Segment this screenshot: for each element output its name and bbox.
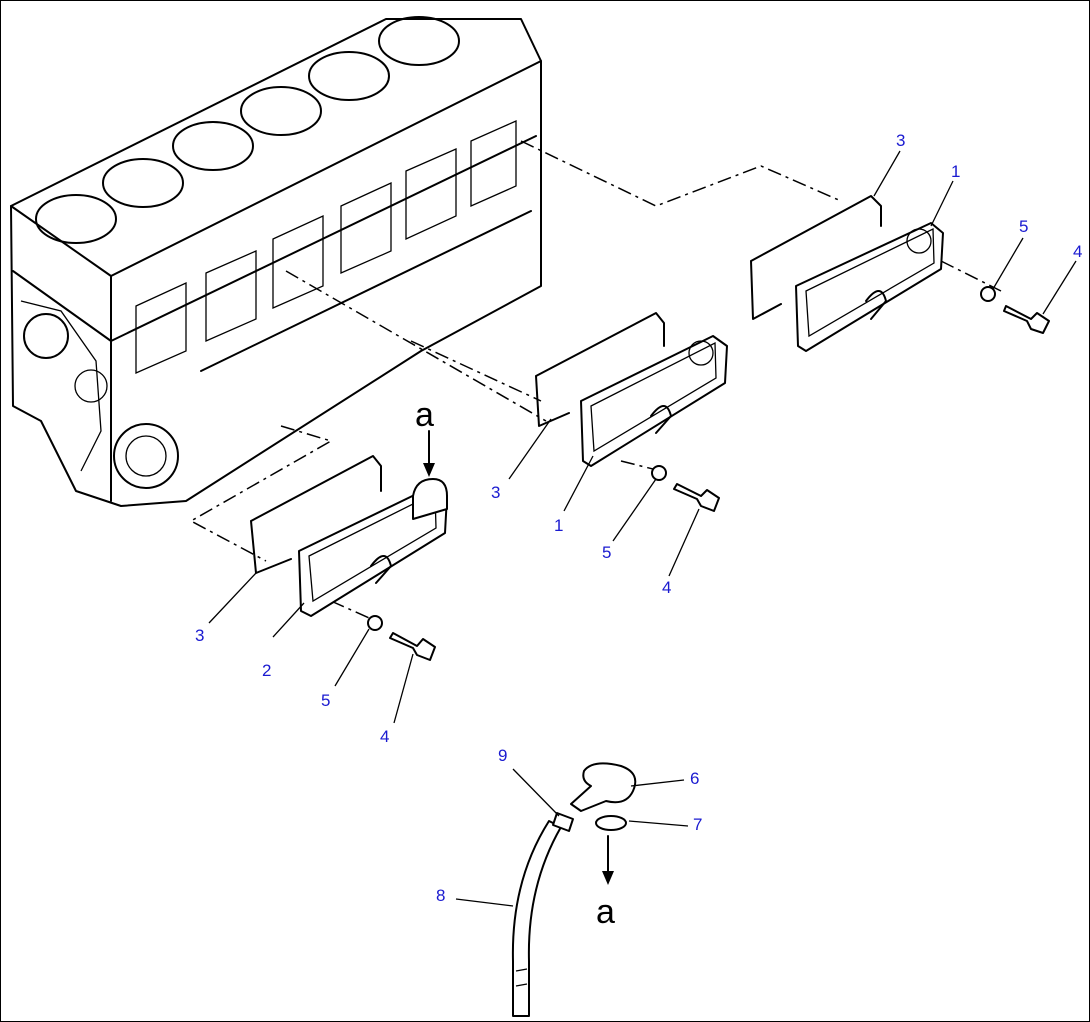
washer-middle (651, 465, 667, 481)
gasket-right (750, 195, 882, 320)
gasket-middle (535, 312, 665, 427)
bolt-left (389, 632, 436, 661)
callout-3: 3 (491, 483, 500, 502)
callout-6: 6 (690, 769, 699, 788)
callout-7: 7 (693, 815, 702, 834)
bolt-right (1003, 305, 1050, 334)
reference-letters: a a (415, 396, 615, 931)
bolt-middle (673, 483, 720, 512)
washer-left (367, 615, 383, 631)
callout-4: 4 (662, 578, 671, 597)
left-cover-assembly (250, 455, 448, 661)
callout-9: 9 (498, 746, 507, 765)
callout-5: 5 (321, 691, 330, 710)
breather-tube-assembly (511, 762, 637, 1017)
callout-4: 4 (1073, 242, 1082, 261)
right-cover-assembly (750, 195, 1050, 352)
tube-8 (511, 820, 562, 1017)
callout-8: 8 (436, 886, 445, 905)
callout-5: 5 (1019, 217, 1028, 236)
oring-7 (595, 815, 627, 831)
cover-plate-middle (580, 335, 728, 467)
middle-cover-assembly (535, 312, 728, 512)
engine-block (10, 16, 542, 507)
elbow-6 (570, 762, 637, 812)
cover-plate-right (795, 222, 944, 352)
callout-5: 5 (602, 543, 611, 562)
callout-2: 2 (262, 661, 271, 680)
callout-4: 4 (380, 727, 389, 746)
clamp-9 (552, 812, 574, 832)
leader-lines (208, 150, 1077, 907)
reference-arrows (423, 430, 614, 885)
callout-1: 1 (951, 162, 960, 181)
callout-3: 3 (195, 626, 204, 645)
callout-3: 3 (896, 131, 905, 150)
breather-cap (412, 478, 448, 520)
ref-letter-a-bottom: a (596, 893, 615, 931)
washer-right (980, 286, 996, 302)
callout-1: 1 (554, 516, 563, 535)
callout-labels: 3 1 5 4 3 1 5 4 3 2 5 4 9 6 7 8 (195, 131, 1082, 905)
ref-letter-a-top: a (415, 396, 434, 434)
